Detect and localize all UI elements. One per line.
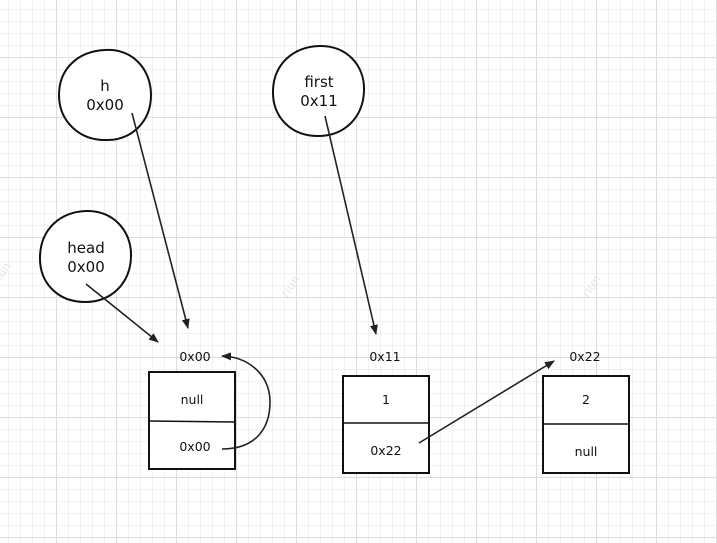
pointer-first: first 0x11: [271, 44, 366, 138]
pointer-h-circle: [57, 48, 153, 142]
arrow-0x00-next-self-loop: [221, 352, 271, 450]
node-data-cell: 1: [382, 392, 390, 407]
node-next-cell: 0x00: [179, 439, 210, 454]
pointer-first-name: first: [304, 73, 333, 91]
node-address-label: 0x00: [179, 349, 210, 364]
node-data-cell: 2: [582, 392, 590, 407]
node-next-cell: null: [575, 444, 598, 459]
watermark: riun: [278, 272, 303, 299]
node-address-label: 0x22: [569, 349, 600, 364]
pointer-first-value: 0x11: [300, 92, 338, 110]
arrow-head-to-node-0x00: [85, 283, 159, 343]
node-0x00: 0x00 null 0x00: [148, 349, 236, 470]
arrow-h-to-node-0x00: [131, 112, 190, 329]
node-box: [342, 375, 430, 474]
node-next-cell: 0x22: [370, 443, 401, 458]
node-address-label: 0x11: [369, 349, 400, 364]
pointer-h-value: 0x00: [86, 96, 124, 114]
node-divider: [148, 420, 236, 423]
node-data-cell: null: [181, 392, 204, 407]
pointer-head: head 0x00: [38, 209, 133, 304]
pointer-h: h 0x00: [57, 48, 153, 142]
node-0x22: 0x22 2 null: [542, 349, 630, 474]
pointer-first-circle: [271, 44, 366, 138]
watermark: riun: [0, 259, 14, 286]
arrow-first-to-node-0x11: [324, 115, 378, 335]
pointer-h-name: h: [100, 77, 110, 95]
pointer-head-circle: [38, 209, 133, 304]
pointer-head-value: 0x00: [67, 258, 105, 276]
arrow-0x11-next-to-node-0x22: [418, 360, 555, 444]
watermark: riun: [579, 272, 604, 299]
pointer-head-name: head: [67, 239, 104, 257]
node-0x11: 0x11 1 0x22: [342, 349, 430, 474]
